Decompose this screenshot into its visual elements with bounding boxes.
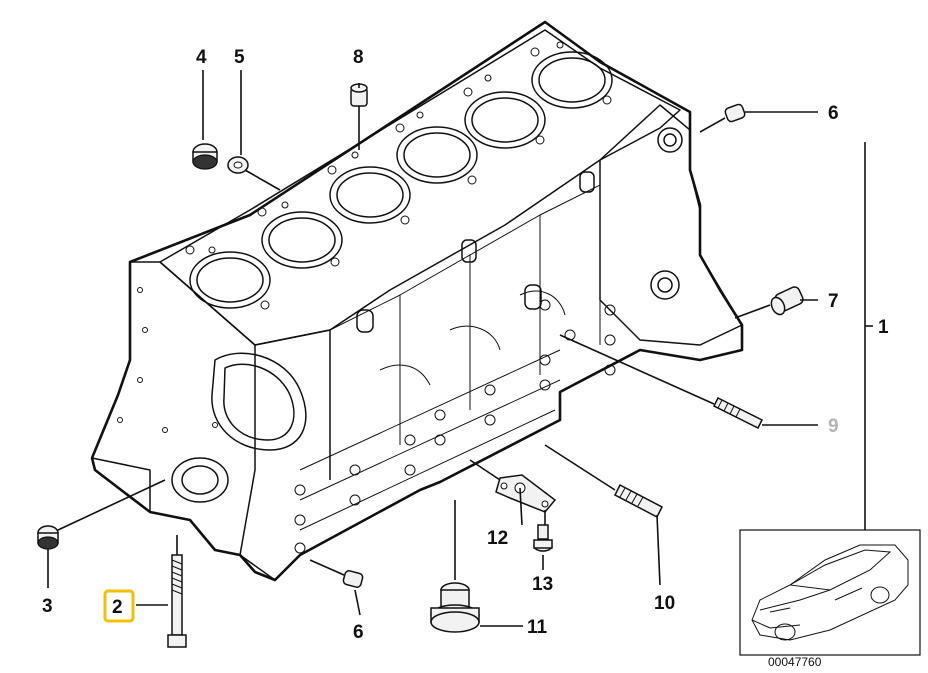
part-3-plug: [37, 525, 59, 550]
part-9-stud: [712, 396, 764, 430]
callout-2: 2: [112, 597, 123, 618]
engine-block: [90, 20, 744, 582]
callout-labels: 1 2 3 4 5 6 6 7 8 9 10 11 12 13: [42, 47, 889, 643]
callout-6-lower: 6: [353, 622, 364, 643]
callout-7: 7: [828, 291, 839, 312]
callout-1: 1: [878, 317, 889, 338]
part-12-bracket: [495, 474, 557, 513]
callout-9: 9: [828, 416, 839, 437]
part-10-stud: [614, 483, 663, 519]
part-7-bushing: [770, 286, 804, 316]
part-6-dowel-lower: [342, 570, 364, 588]
callout-4: 4: [196, 47, 207, 68]
callout-12: 12: [487, 528, 508, 549]
part-6-dowel-upper: [724, 103, 746, 123]
vehicle-inset: 00047760: [739, 529, 921, 669]
callout-6-upper: 6: [828, 103, 839, 124]
callout-2-highlight: [103, 589, 135, 623]
callout-10: 10: [654, 593, 675, 614]
callout-13: 13: [532, 574, 553, 595]
callout-11: 11: [527, 617, 548, 638]
car-icon: [751, 544, 909, 641]
callout-8: 8: [353, 47, 364, 68]
part-5-seal-ring: [227, 156, 249, 174]
inset-ref-number: 00047760: [768, 655, 822, 669]
part-4-plug: [192, 143, 218, 170]
part-2-long-bolt: [167, 554, 187, 648]
callout-5: 5: [234, 47, 245, 68]
part-13-bolt: [533, 524, 553, 552]
callout-3: 3: [42, 596, 53, 617]
part-11-drain-plug: [430, 582, 480, 633]
